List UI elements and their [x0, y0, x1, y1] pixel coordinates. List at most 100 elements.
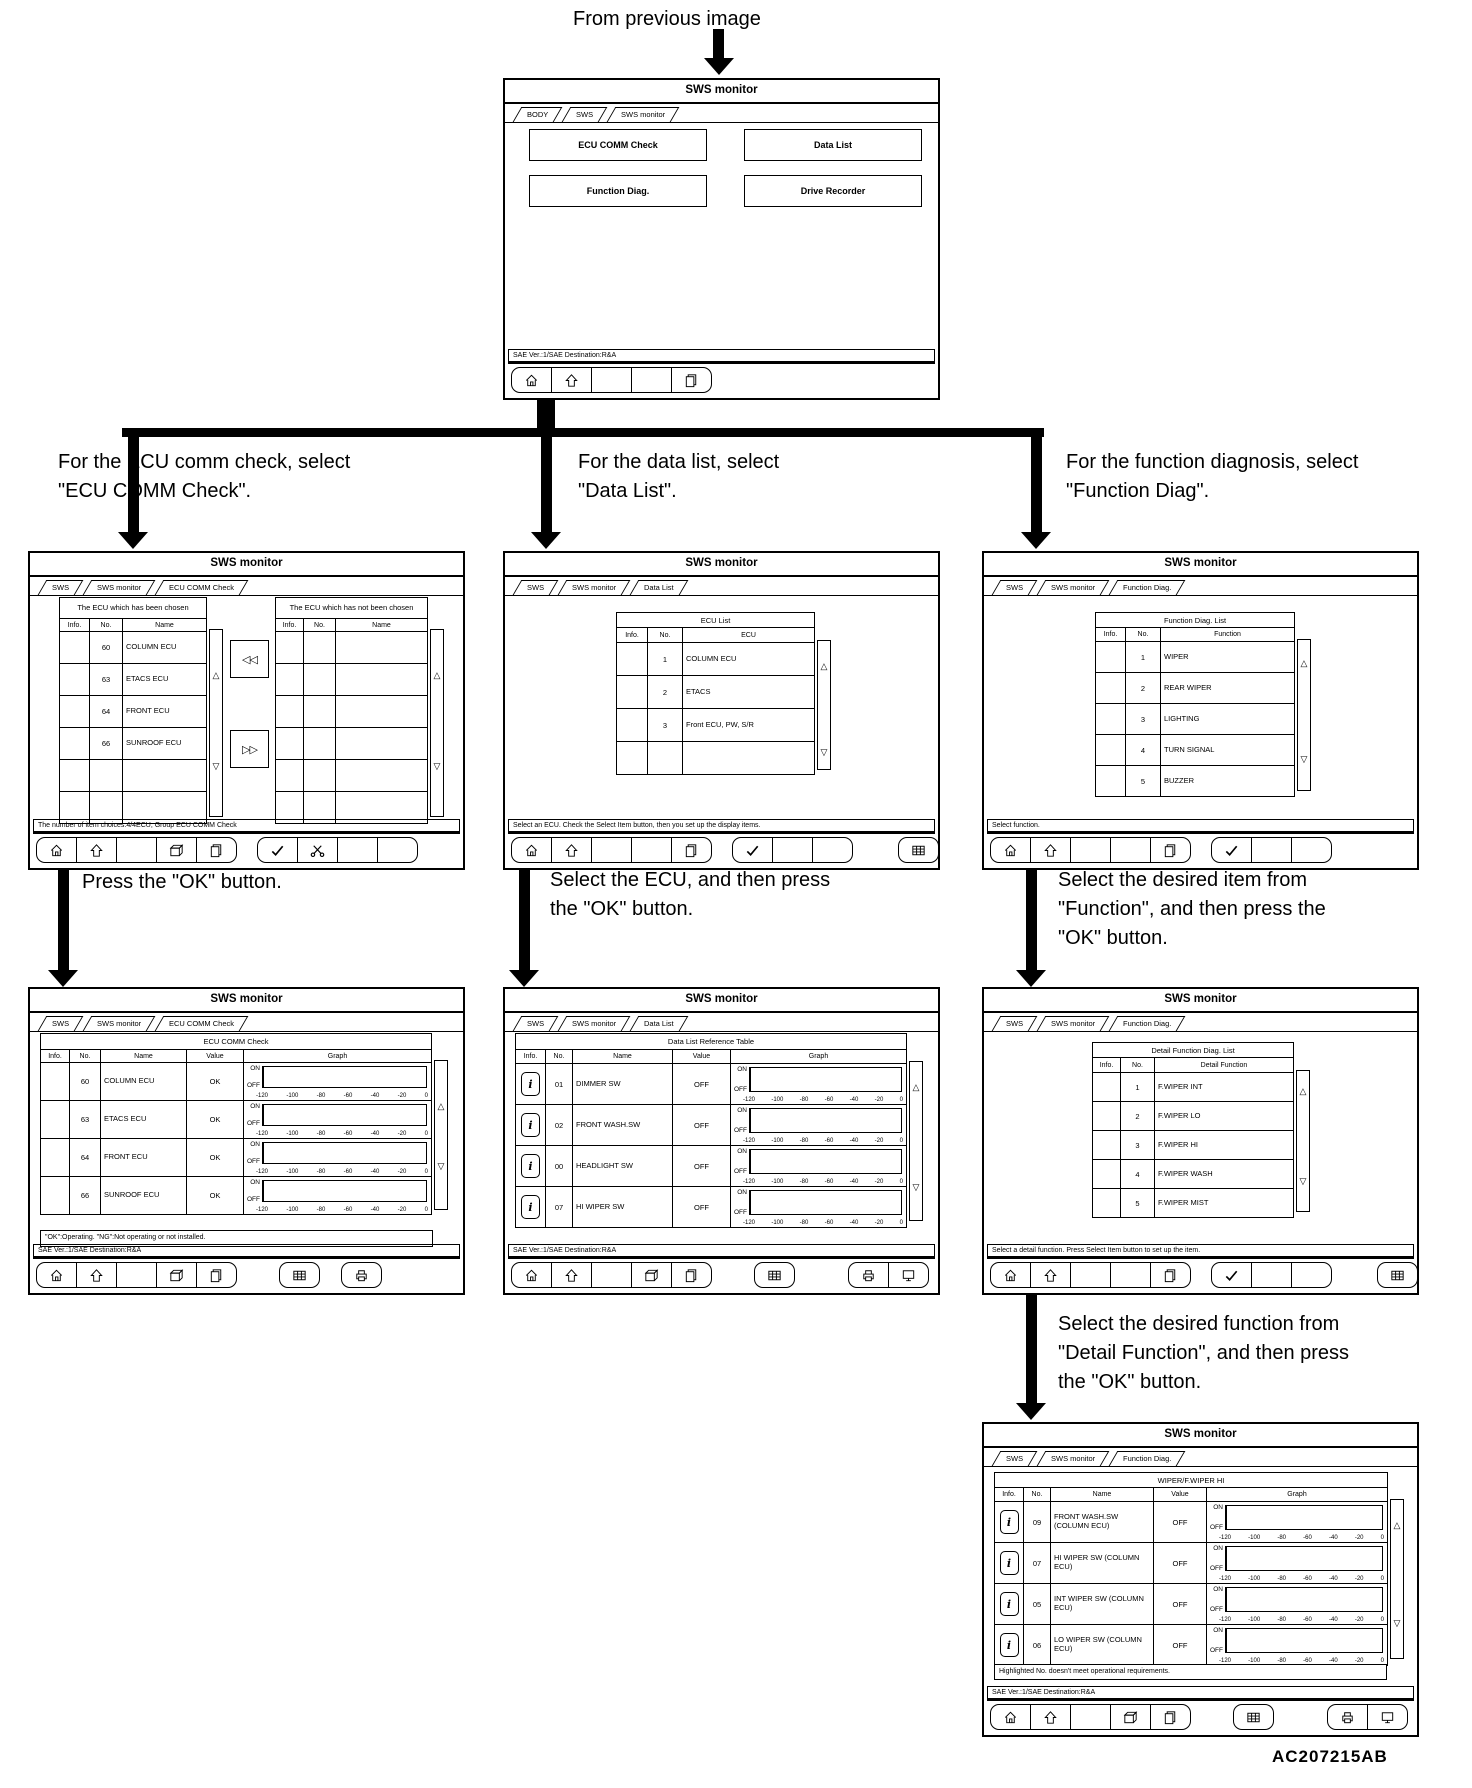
scrollbar[interactable]: △ ▽ [434, 1060, 448, 1210]
print-button[interactable] [849, 1263, 889, 1287]
pages-button[interactable] [1151, 1705, 1190, 1729]
breadcrumb-tab[interactable]: SWS [991, 1016, 1038, 1031]
scroll-down-icon[interactable]: ▽ [1300, 754, 1308, 764]
table-row[interactable]: 63 ETACS ECU [60, 664, 206, 696]
move-right-button[interactable]: ▷▷ [230, 730, 269, 768]
ok-button[interactable] [1212, 838, 1252, 862]
scroll-up-icon[interactable]: △ [820, 661, 828, 671]
pages-button[interactable] [672, 368, 711, 392]
up-button[interactable] [1031, 1263, 1071, 1287]
table-row[interactable]: 1 WIPER [1096, 642, 1294, 673]
scroll-up-icon[interactable]: △ [1299, 1086, 1307, 1096]
table-row[interactable]: 60 COLUMN ECU [60, 632, 206, 664]
blank-button[interactable] [338, 838, 378, 862]
blank-button[interactable] [1111, 1263, 1151, 1287]
scroll-down-icon[interactable]: ▽ [212, 761, 220, 771]
breadcrumb-tab[interactable]: BODY [512, 107, 563, 122]
scrollbar[interactable]: △ ▽ [1296, 1070, 1310, 1212]
table-row[interactable]: 2 REAR WIPER [1096, 673, 1294, 704]
function-diag-button[interactable]: Function Diag. [529, 175, 707, 207]
breadcrumb-tab[interactable]: SWS monitor [557, 580, 631, 595]
info-button[interactable]: i [521, 1195, 540, 1219]
table-row[interactable]: 4 TURN SIGNAL [1096, 735, 1294, 766]
ok-button[interactable] [1212, 1263, 1252, 1287]
blank-button[interactable] [1071, 1263, 1111, 1287]
breadcrumb-tab[interactable]: SWS [37, 1016, 84, 1031]
breadcrumb-tab[interactable]: SWS monitor [607, 107, 680, 122]
pages-button[interactable] [672, 838, 711, 862]
info-button[interactable]: i [521, 1154, 540, 1178]
package-button[interactable] [632, 1263, 672, 1287]
table-row[interactable]: 5 F.WIPER MIST [1093, 1189, 1293, 1217]
blank-button[interactable] [1292, 838, 1331, 862]
blank-button[interactable] [592, 1263, 632, 1287]
blank-button[interactable] [378, 838, 417, 862]
table-row[interactable]: 64 FRONT ECU [60, 696, 206, 728]
table-row[interactable]: 5 BUZZER [1096, 766, 1294, 796]
table-row[interactable] [60, 792, 206, 823]
list-button[interactable] [755, 1263, 794, 1287]
scrollbar[interactable]: △ ▽ [430, 629, 444, 817]
blank-button[interactable] [813, 838, 852, 862]
up-button[interactable] [1031, 838, 1071, 862]
up-button[interactable] [77, 1263, 117, 1287]
blank-button[interactable] [592, 368, 632, 392]
pages-button[interactable] [672, 1263, 711, 1287]
list-button[interactable] [899, 838, 938, 862]
blank-button[interactable] [1252, 838, 1292, 862]
blank-button[interactable] [773, 838, 813, 862]
up-button[interactable] [552, 838, 592, 862]
breadcrumb-tab[interactable]: ECU COMM Check [154, 1016, 249, 1031]
info-button[interactable]: i [521, 1113, 540, 1137]
cancel-button[interactable] [298, 838, 338, 862]
table-row[interactable]: 3 LIGHTING [1096, 704, 1294, 735]
scroll-up-icon[interactable]: △ [1300, 658, 1308, 668]
home-button[interactable] [991, 1705, 1031, 1729]
breadcrumb-tab[interactable]: SWS [512, 1016, 559, 1031]
breadcrumb-tab[interactable]: SWS [991, 580, 1038, 595]
list-button[interactable] [1378, 1263, 1417, 1287]
table-row[interactable] [617, 742, 814, 774]
move-left-button[interactable]: ◁◁ [230, 640, 269, 678]
up-button[interactable] [1031, 1705, 1071, 1729]
ok-button[interactable] [258, 838, 298, 862]
scroll-down-icon[interactable]: ▽ [437, 1161, 445, 1171]
home-button[interactable] [37, 1263, 77, 1287]
scrollbar[interactable]: △ ▽ [817, 640, 831, 770]
info-button[interactable]: i [999, 1551, 1019, 1575]
scroll-down-icon[interactable]: ▽ [433, 761, 441, 771]
blank-button[interactable] [1252, 1263, 1292, 1287]
table-row[interactable] [60, 760, 206, 792]
breadcrumb-tab[interactable]: SWS monitor [82, 1016, 156, 1031]
breadcrumb-tab[interactable]: SWS [37, 580, 84, 595]
scroll-up-icon[interactable]: △ [437, 1101, 445, 1111]
package-button[interactable] [157, 838, 197, 862]
scroll-up-icon[interactable]: △ [212, 670, 220, 680]
display-button[interactable] [889, 1263, 928, 1287]
table-row[interactable]: 3 Front ECU, PW, S/R [617, 709, 814, 742]
breadcrumb-tab[interactable]: SWS [991, 1451, 1038, 1466]
pages-button[interactable] [1151, 838, 1190, 862]
home-button[interactable] [991, 1263, 1031, 1287]
breadcrumb-tab[interactable]: ECU COMM Check [154, 580, 249, 595]
scroll-down-icon[interactable]: ▽ [912, 1182, 920, 1192]
list-button[interactable] [280, 1263, 319, 1287]
breadcrumb-tab[interactable]: Function Diag. [1108, 1451, 1186, 1466]
scroll-up-icon[interactable]: △ [1393, 1520, 1401, 1530]
table-row[interactable]: 1 F.WIPER INT [1093, 1073, 1293, 1102]
scroll-down-icon[interactable]: ▽ [1393, 1618, 1401, 1628]
home-button[interactable] [512, 368, 552, 392]
breadcrumb-tab[interactable]: SWS monitor [82, 580, 156, 595]
breadcrumb-tab[interactable]: SWS monitor [1036, 1016, 1110, 1031]
scrollbar[interactable]: △ ▽ [1297, 639, 1311, 791]
